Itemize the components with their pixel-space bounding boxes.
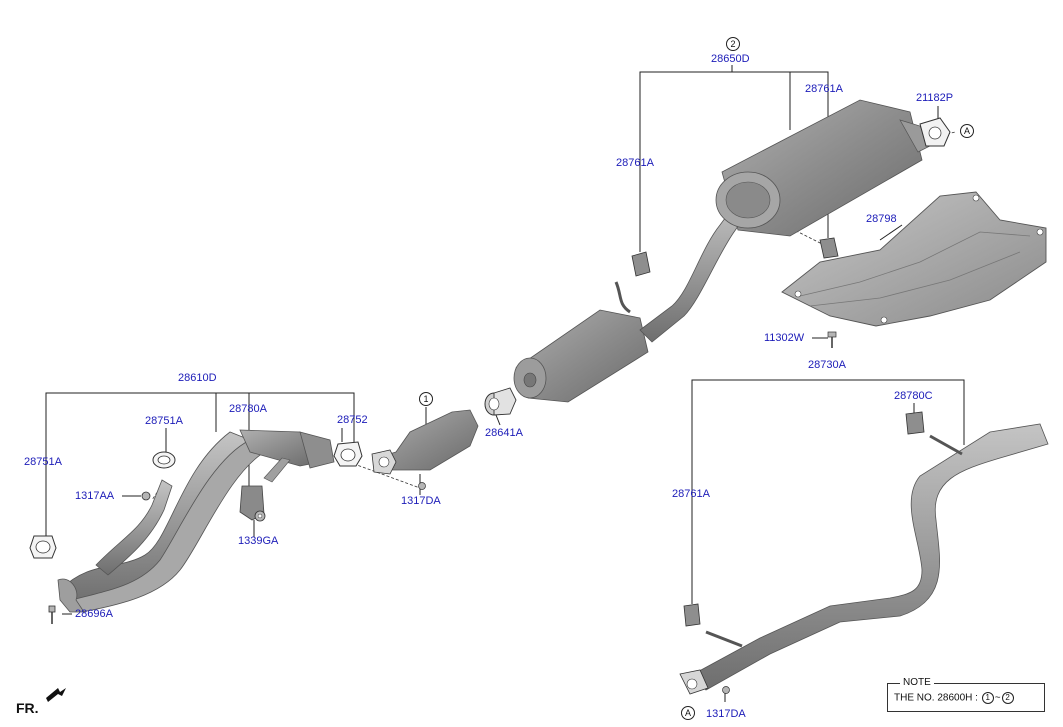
label-21182P[interactable]: 21182P — [916, 92, 954, 104]
label-28798[interactable]: 28798 — [866, 213, 897, 225]
front-direction-arrow-icon — [46, 688, 66, 702]
label-28780C[interactable]: 28780C — [894, 390, 933, 402]
gasket-21182P[interactable] — [919, 117, 951, 147]
label-28752[interactable]: 28752 — [337, 414, 368, 426]
note-title: NOTE — [900, 677, 934, 689]
note-text: THE NO. 28600H : 1~2 — [894, 692, 1015, 705]
tail-pipe-assembly[interactable] — [679, 423, 1049, 695]
callout-1: 1 — [419, 392, 433, 406]
note-circle-to: 2 — [1001, 692, 1014, 704]
front-pipe-assembly[interactable] — [57, 429, 335, 613]
note-prefix: THE NO. 28600H : — [894, 692, 978, 704]
hanger-28761A-lower[interactable] — [683, 603, 701, 627]
bolt-1317AA[interactable] — [141, 491, 151, 501]
bolt-28696A[interactable] — [48, 605, 56, 624]
label-28641A[interactable]: 28641A — [485, 427, 523, 439]
callout-2: 2 — [726, 37, 740, 51]
reference-A-bottom: A — [681, 706, 695, 720]
note-separator: ~ — [994, 692, 1001, 704]
label-28761A-lower[interactable]: 28761A — [672, 488, 710, 500]
label-28780A[interactable]: 28780A — [229, 403, 267, 415]
clamp-28641A[interactable] — [484, 387, 517, 416]
catalytic-converter[interactable] — [371, 409, 479, 490]
label-11302W[interactable]: 11302W — [764, 332, 805, 344]
gasket-28751A-left[interactable] — [29, 535, 57, 559]
label-1317AA[interactable]: 1317AA — [75, 490, 115, 502]
label-1317DA-bottom[interactable]: 1317DA — [706, 708, 746, 720]
gasket-28752[interactable] — [333, 441, 363, 467]
label-28751A-left[interactable]: 28751A — [24, 456, 62, 468]
label-28730A[interactable]: 28730A — [808, 359, 846, 371]
label-28751A-mid[interactable]: 28751A — [145, 415, 183, 427]
center-muffler[interactable] — [513, 309, 649, 403]
hanger-28780C[interactable] — [905, 411, 925, 435]
label-28761A-top-left[interactable]: 28761A — [616, 157, 654, 169]
hanger-28761A-top-right[interactable] — [819, 237, 839, 259]
front-direction-label: FR. — [16, 700, 39, 716]
nut-1339GA[interactable] — [254, 510, 266, 522]
label-28761A-top-right[interactable]: 28761A — [805, 83, 843, 95]
label-28610D[interactable]: 28610D — [178, 372, 217, 384]
label-28696A[interactable]: 28696A — [75, 608, 113, 620]
label-28650D[interactable]: 28650D — [711, 53, 750, 65]
label-1317DA-mid[interactable]: 1317DA — [401, 495, 441, 507]
hanger-28761A-top-left[interactable] — [631, 251, 651, 277]
gasket-28751A-mid[interactable] — [152, 451, 176, 469]
heat-shield-28798[interactable] — [781, 191, 1047, 327]
note-circle-from: 1 — [981, 692, 994, 704]
reference-A-top: A — [960, 124, 974, 138]
rear-muffler[interactable] — [715, 99, 931, 237]
label-1339GA[interactable]: 1339GA — [238, 535, 279, 547]
nut-1317DA-bottom[interactable] — [722, 686, 730, 694]
bolt-11302W[interactable] — [827, 331, 837, 348]
note-box: NOTE THE NO. 28600H : 1~2 — [887, 677, 1045, 712]
